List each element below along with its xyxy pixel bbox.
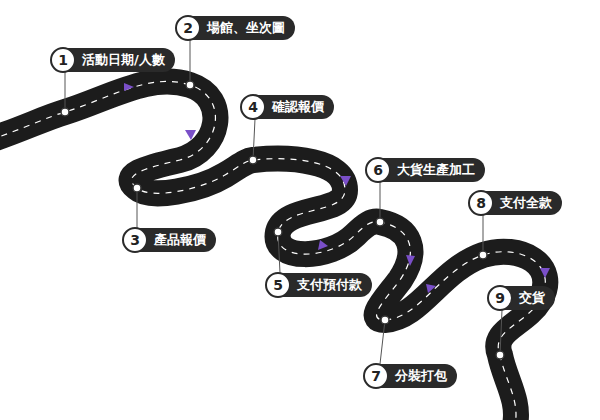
road-marker [376,218,384,226]
step-label: 大貨生產加工 [397,161,475,179]
direction-arrows [124,83,550,293]
step-label: 產品報價 [154,231,206,249]
road-marker [186,81,194,89]
road-marker [274,228,282,236]
direction-arrow [318,240,328,250]
step-pill: 3 產品報價 [124,228,216,252]
step-pill: 6 大貨生產加工 [367,158,485,182]
road-markers [61,81,504,359]
step-label: 支付全款 [500,194,552,212]
leader-line [137,188,138,228]
road-marker [133,184,141,192]
leader-lines [65,40,502,364]
road-marker [496,351,504,359]
step-pill: 5 支付預付款 [267,273,372,297]
step-pill: 8 支付全款 [470,191,562,215]
step-number: 6 [365,157,391,183]
direction-arrow [426,284,436,293]
step-label: 交貨 [519,289,545,307]
direction-arrow [406,255,415,266]
leader-line [190,40,191,85]
leader-line [253,119,255,160]
leader-line [65,72,66,112]
leader-line [380,182,381,222]
road-centerline [0,81,545,420]
step-label: 活動日期/人數 [82,51,165,69]
step-number: 9 [487,285,513,311]
leader-line [278,232,280,273]
step-number: 2 [175,15,201,41]
step-label: 分裝打包 [395,367,447,385]
leader-line [483,215,484,255]
step-label: 確認報價 [272,98,324,116]
road-marker [249,156,257,164]
direction-arrow [340,176,351,186]
leader-line [500,310,502,355]
step-label: 場館、坐次圖 [207,19,285,37]
step-number: 3 [122,227,148,253]
leader-line [380,320,385,364]
step-number: 1 [50,47,76,73]
direction-arrow [185,130,196,140]
road-marker [479,251,487,259]
step-number: 8 [468,190,494,216]
direction-arrow [540,268,550,278]
road-marker [61,108,69,116]
step-number: 7 [363,363,389,389]
step-number: 4 [240,94,266,120]
step-number: 5 [265,272,291,298]
step-pill: 9 交貨 [489,286,555,310]
direction-arrow [124,83,134,91]
road-marker [381,316,389,324]
road [0,81,545,420]
step-pill: 4 確認報價 [242,95,334,119]
step-pill: 1 活動日期/人數 [52,48,175,72]
step-pill: 2 場館、坐次圖 [177,16,295,40]
step-label: 支付預付款 [297,276,362,294]
step-pill: 7 分裝打包 [365,364,457,388]
